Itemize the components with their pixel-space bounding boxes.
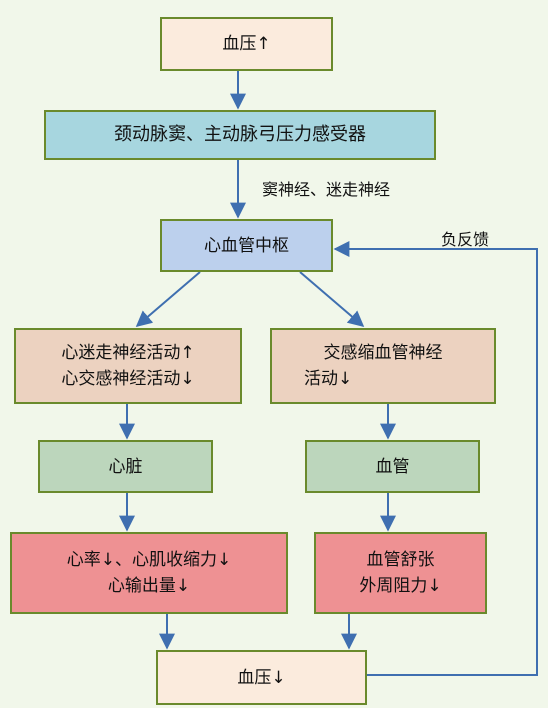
vessel-box: 血管 bbox=[305, 440, 480, 493]
arrow-center-to-right-activity bbox=[299, 271, 365, 328]
vasodilation-result-box: 血管舒张 外周阻力↓ bbox=[314, 532, 487, 614]
blood-pressure-rise-label: 血压↑ bbox=[222, 34, 271, 54]
heart-rate-contractility-line: 心率↓、心肌收缩力↓ bbox=[66, 550, 232, 570]
baroreceptor-box: 颈动脉窦、主动脉弓压力感受器 bbox=[44, 110, 436, 160]
cardiac-output-result-box: 心率↓、心肌收缩力↓ 心输出量↓ bbox=[10, 532, 288, 614]
baroreceptor-label: 颈动脉窦、主动脉弓压力感受器 bbox=[114, 124, 366, 145]
blood-pressure-fall-box: 血压↓ bbox=[156, 650, 367, 705]
vessel-label: 血管 bbox=[375, 456, 410, 477]
feedback-loop-arrow bbox=[333, 241, 538, 676]
vasoconstrictor-line-1: 交感缩血管神经 bbox=[323, 343, 443, 363]
heart-label: 心脏 bbox=[108, 456, 143, 477]
vasodilation-line: 血管舒张 bbox=[366, 550, 435, 570]
blood-pressure-fall-label: 血压↓ bbox=[237, 667, 286, 688]
cardiac-nerve-activity-box: 心迷走神经活动↑ 心交感神经活动↓ bbox=[14, 328, 242, 404]
afferent-nerves-label: 窦神经、迷走神经 bbox=[262, 180, 391, 199]
cardiac-output-line: 心输出量↓ bbox=[107, 576, 191, 596]
cardiovascular-center-label: 心血管中枢 bbox=[204, 235, 289, 256]
blood-pressure-rise-box: 血压↑ bbox=[160, 17, 333, 71]
cardiovascular-center-box: 心血管中枢 bbox=[160, 219, 333, 272]
vagal-activity-line: 心迷走神经活动↑ bbox=[61, 343, 195, 363]
vasoconstrictor-activity-box: 交感缩血管神经 活动↓ bbox=[270, 328, 496, 404]
heart-box: 心脏 bbox=[38, 440, 213, 493]
vasoconstrictor-line-2: 活动↓ bbox=[304, 369, 353, 389]
peripheral-resistance-line: 外周阻力↓ bbox=[359, 576, 442, 596]
negative-feedback-label: 负反馈 bbox=[441, 230, 490, 249]
arrow-center-to-left-activity bbox=[135, 271, 201, 328]
sympathetic-activity-line: 心交感神经活动↓ bbox=[61, 369, 195, 389]
